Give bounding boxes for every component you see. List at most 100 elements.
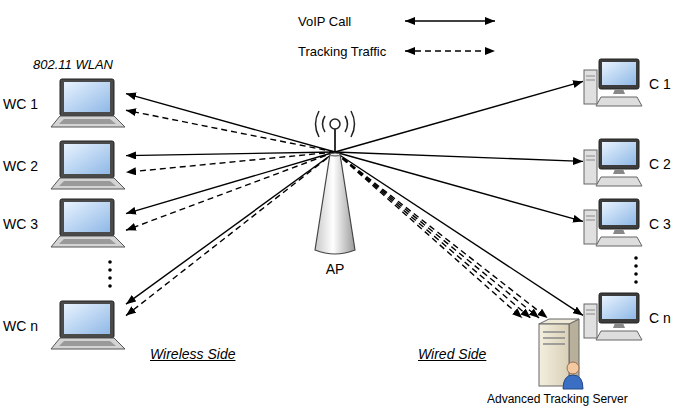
laptop-base [51, 178, 125, 189]
device-label: C 3 [649, 216, 671, 232]
desktop-icon [583, 198, 643, 250]
pc-tower [584, 70, 597, 104]
laptop-base [51, 338, 125, 349]
laptop-keyboard [59, 119, 116, 124]
laptop-icon [50, 78, 126, 130]
laptop-lid [60, 141, 114, 178]
tracking-traffic-arrow [126, 152, 335, 172]
device-label: C 1 [649, 76, 671, 92]
legend-row: Tracking Traffic [298, 36, 497, 66]
wireless-client: WC n [3, 300, 126, 352]
laptop-lid [60, 301, 114, 338]
laptop-icon [50, 140, 126, 192]
user-head [567, 362, 579, 374]
laptop-screen [64, 304, 110, 334]
side-label: Wireless Side [150, 346, 235, 362]
monitor-stand [613, 229, 625, 234]
monitor [599, 199, 639, 229]
legend-row: VoIP Call [298, 6, 497, 36]
tracking-traffic-arrow [335, 152, 539, 318]
monitor-screen [602, 142, 636, 165]
wired-client: C 1 [583, 58, 671, 110]
radio-wave [351, 111, 355, 137]
tracking-traffic-arrow [335, 152, 548, 318]
ellipsis-dot [108, 284, 112, 288]
pc-tower [584, 150, 597, 184]
pc-tower [584, 210, 597, 244]
pc-drive [586, 160, 595, 161]
legend-text: Tracking Traffic [298, 44, 403, 59]
server-slot [543, 337, 565, 339]
device-label: WC n [3, 318, 38, 334]
keyboard [596, 237, 642, 246]
laptop-screen [64, 202, 110, 232]
wireless-client: WC 2 [3, 140, 126, 192]
voip-call-sample [405, 20, 495, 22]
pc-drive [586, 76, 595, 77]
device-label: AP [326, 261, 345, 277]
ellipsis-dot [634, 264, 638, 268]
laptop-keyboard [59, 181, 116, 186]
laptop-icon [50, 198, 126, 250]
wireless-client: WC 1 [3, 78, 126, 130]
wired-client: C 3 [583, 198, 671, 250]
legend-sample [403, 15, 497, 27]
voip-call-arrow [335, 152, 583, 221]
laptop-base [51, 236, 125, 247]
tracking-traffic-arrow [126, 152, 335, 230]
ellipsis-dots [108, 256, 638, 288]
access-point-top [330, 153, 340, 156]
voip-call-arrow [335, 152, 583, 315]
antenna-tip [330, 119, 340, 129]
voip-call-arrow [126, 152, 335, 304]
tracking-traffic-sample [405, 50, 495, 52]
access-point: AP [305, 152, 365, 277]
desktop-icon [583, 138, 643, 190]
laptop-screen [64, 144, 110, 174]
monitor [599, 293, 639, 323]
tracking-traffic-arrow [335, 152, 522, 318]
monitor-screen [602, 62, 636, 85]
pc-drive [586, 156, 595, 157]
pc-tower [584, 304, 597, 338]
antenna-mast [334, 129, 336, 153]
laptop-keyboard [59, 239, 116, 244]
voip-call-arrow [126, 94, 335, 152]
wired-client: C n [583, 292, 671, 344]
radio-wave [316, 111, 320, 137]
ellipsis-dot [108, 260, 112, 264]
keyboard [596, 331, 642, 340]
monitor-screen [602, 202, 636, 225]
legend: VoIP CallTracking Traffic [298, 6, 497, 66]
monitor-screen [602, 296, 636, 319]
server-icon [529, 318, 585, 390]
legend-text: VoIP Call [298, 14, 403, 29]
desktop-icon [583, 292, 643, 344]
server-top [539, 319, 579, 324]
wireless-client: WC 3 [3, 198, 126, 250]
legend-sample [403, 45, 497, 57]
device-label: C n [649, 310, 671, 326]
keyboard [596, 177, 642, 186]
access-point-icon [305, 152, 365, 260]
laptop-keyboard [59, 341, 116, 346]
monitor-stand [613, 89, 625, 94]
device-label: WC 1 [3, 96, 38, 112]
server-slot [543, 331, 565, 333]
voip-call-arrow [126, 152, 335, 214]
pc-drive [586, 80, 595, 81]
ellipsis-dot [634, 256, 638, 260]
laptop-base [51, 116, 125, 127]
pc-drive [586, 314, 595, 315]
desktop-icon [583, 58, 643, 110]
network-label: 802.11 WLAN [33, 57, 113, 73]
radio-wave [345, 116, 348, 132]
laptop-icon [50, 300, 126, 352]
laptop-screen [64, 82, 110, 112]
wired-client: C 2 [583, 138, 671, 190]
radio-wave [323, 116, 326, 132]
keyboard [596, 97, 642, 106]
monitor-stand [613, 169, 625, 174]
ellipsis-dot [108, 268, 112, 272]
